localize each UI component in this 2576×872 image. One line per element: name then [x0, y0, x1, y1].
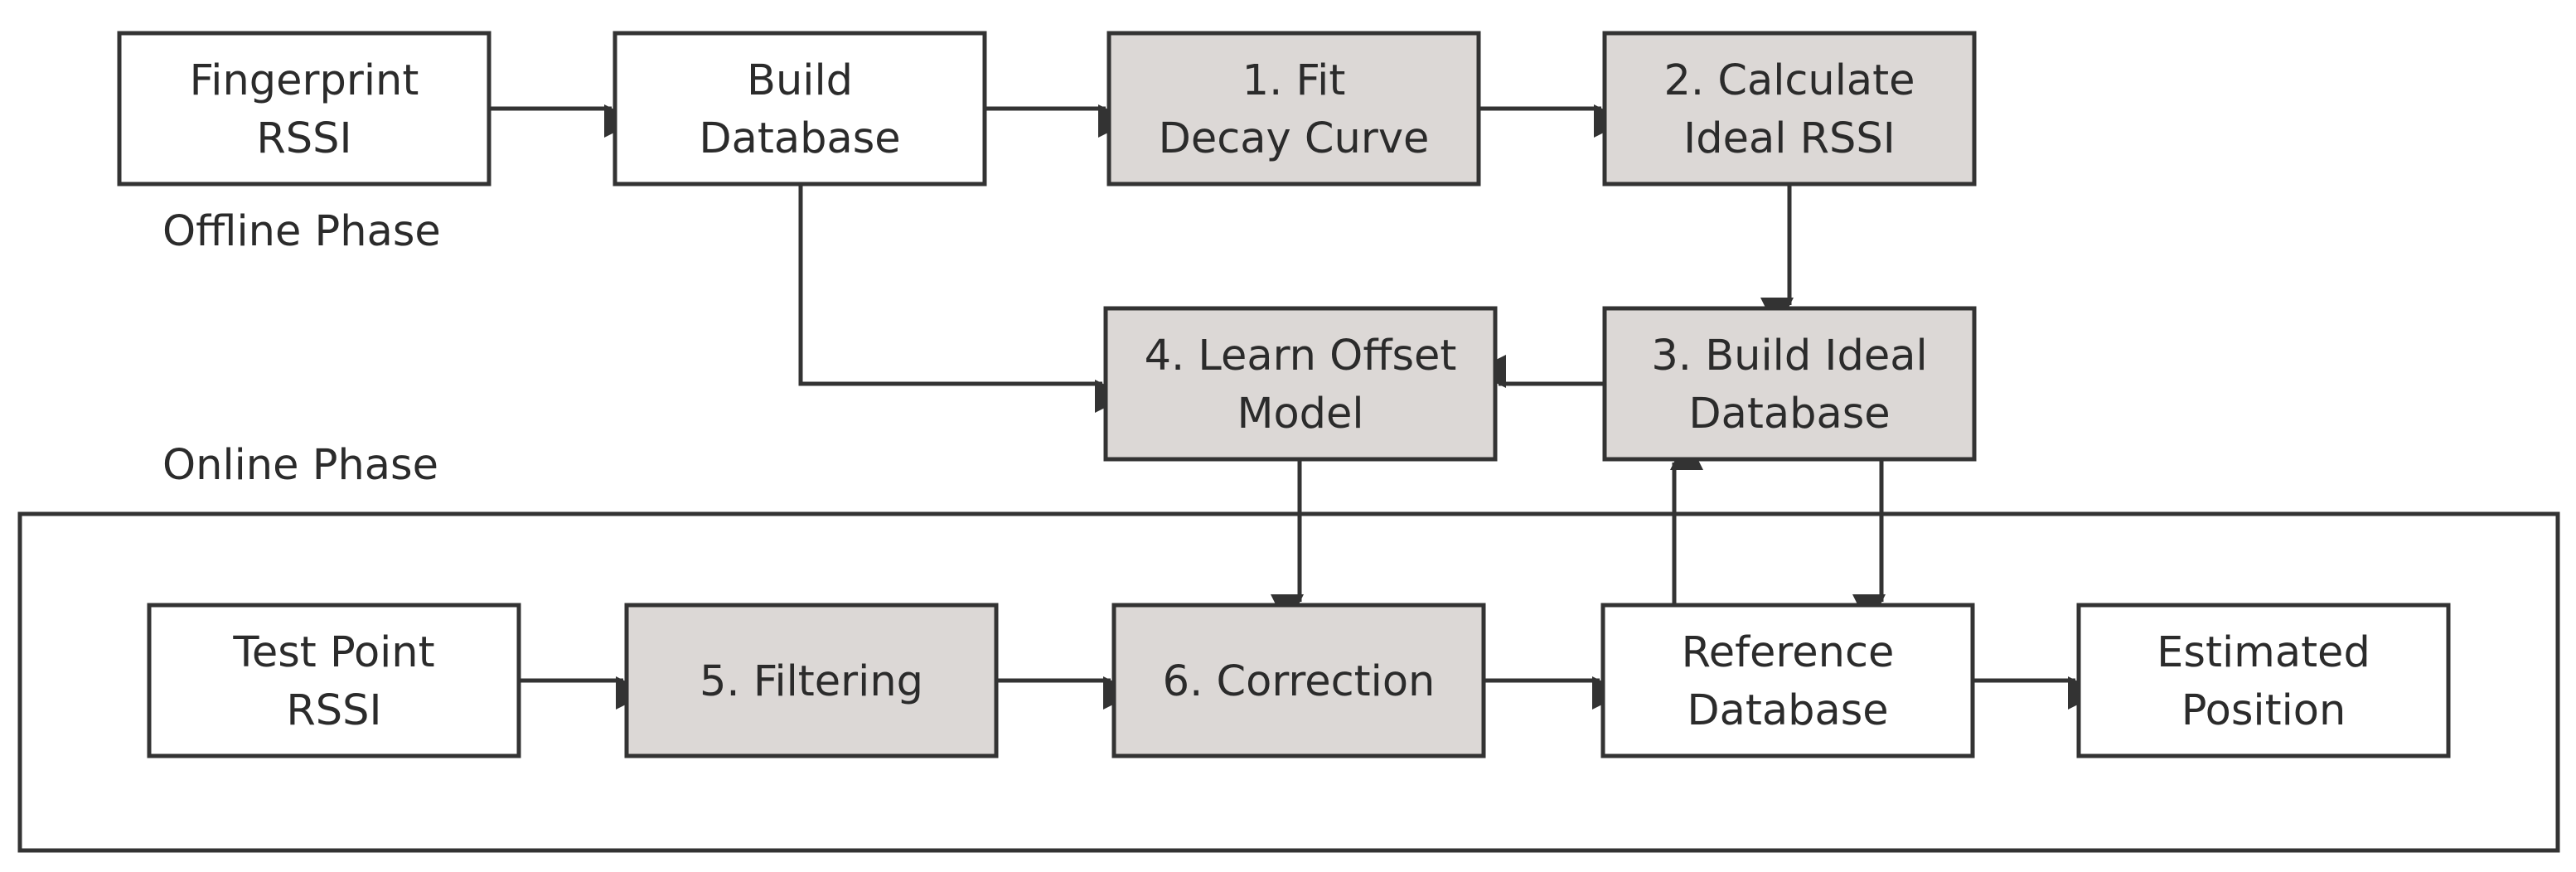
node-label-fingerprint-rssi-line-1: Fingerprint — [190, 56, 419, 105]
node-box-fingerprint-rssi — [117, 31, 491, 187]
node-label-estimated-position-line-1: Estimated — [2157, 628, 2370, 677]
node-box-fit-decay-curve — [1106, 31, 1481, 187]
node-label-build-database-line-2: Database — [699, 114, 900, 163]
node-box-learn-offset-model — [1103, 306, 1498, 462]
node-label-build-ideal-database-line-2: Database — [1688, 390, 1890, 438]
node-label-learn-offset-model-line-2: Model — [1237, 390, 1363, 438]
online-phase-frame — [17, 511, 2560, 853]
node-label-fingerprint-rssi-line-2: RSSI — [256, 114, 351, 163]
node-box-calculate-ideal-rssi — [1602, 31, 1977, 187]
offline-phase-label: Offline Phase — [162, 207, 441, 256]
node-box-estimated-position — [2076, 603, 2451, 758]
node-label-test-point-rssi-line-2: RSSI — [286, 686, 381, 735]
node-box-build-database — [613, 31, 987, 187]
arrow-build-database-to-learn-offset-model — [798, 184, 1128, 413]
node-label-reference-database-line-1: Reference — [1682, 628, 1895, 677]
node-label-estimated-position-line-2: Position — [2181, 686, 2346, 735]
node-box-filtering — [624, 603, 999, 758]
node-label-build-database-line-1: Build — [747, 56, 853, 105]
node-box-reference-database — [1600, 603, 1975, 758]
node-correction: 6. Correction — [1111, 603, 1486, 758]
node-label-test-point-rssi-line-1: Test Point — [232, 628, 434, 677]
node-box-test-point-rssi — [147, 603, 521, 758]
node-label-correction-line-1: 6. Correction — [1163, 657, 1436, 706]
edges — [489, 104, 2101, 710]
node-label-calculate-ideal-rssi-line-1: 2. Calculate — [1663, 56, 1915, 105]
node-label-learn-offset-model-line-1: 4. Learn Offset — [1145, 332, 1457, 380]
node-label-fit-decay-curve-line-2: Decay Curve — [1159, 114, 1430, 163]
node-box-build-ideal-database — [1602, 306, 1977, 462]
node-label-reference-database-line-2: Database — [1687, 686, 1888, 735]
node-label-calculate-ideal-rssi-line-2: Ideal RSSI — [1683, 114, 1896, 163]
node-filtering: 5. Filtering — [624, 603, 999, 758]
node-label-fit-decay-curve-line-1: 1. Fit — [1242, 56, 1346, 105]
online-phase-label: Online Phase — [162, 441, 438, 490]
node-box-correction — [1111, 603, 1486, 758]
node-label-build-ideal-database-line-1: 3. Build Ideal — [1651, 332, 1927, 380]
node-label-filtering-line-1: 5. Filtering — [700, 657, 923, 706]
